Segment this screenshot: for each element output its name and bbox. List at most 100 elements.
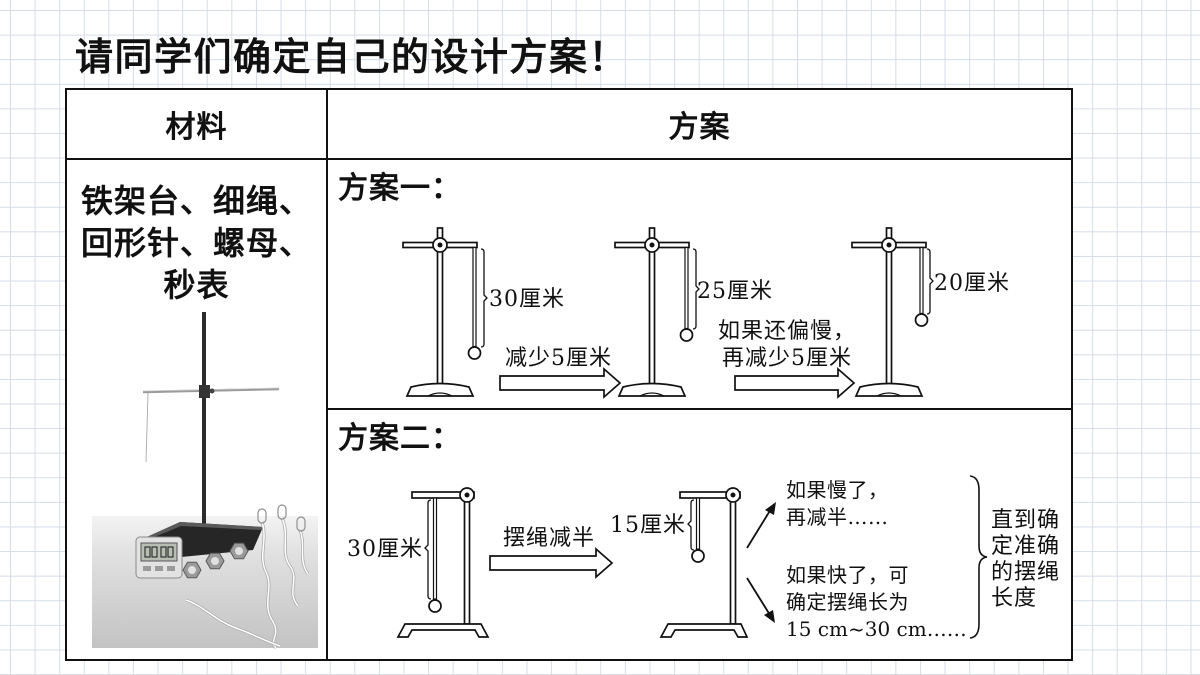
plan2-diagram: 30厘米 摆绳减半 15厘米 [347,475,1060,641]
photo-paperclip [257,508,267,524]
retort-stand-25: 25厘米 [614,227,773,397]
timer-screen [140,542,178,562]
if-fast-line3: 15 cm~30 cm…… [786,617,967,641]
length-bracket [424,499,432,600]
step-label-if-slow-line1: 如果还偏慢， [718,319,856,344]
photo-timer [135,536,183,579]
materials-cell: 铁架台、细绳、 回形针、螺母、 秒表 [67,160,326,659]
length-label: 15厘米 [610,513,686,538]
plan1-cell: 方案一： 30厘米 减少5厘米 [328,160,1071,408]
materials-list: 铁架台、细绳、 回形针、螺母、 秒表 [67,180,326,306]
length-label: 20厘米 [934,271,1010,296]
pendulum-bob [691,549,705,563]
timer-digit [160,546,167,558]
stand-base [659,623,749,638]
length-bracket [926,248,934,315]
block-arrow-right [489,547,614,579]
stand-rod [463,488,471,625]
branch-arrow-down [746,577,775,623]
clamp-screw [649,242,655,248]
step-label-if-slow-line2: 再减少5厘米 [722,346,852,371]
materials-line: 回形针、螺母、 [80,224,312,262]
pendulum-bob [428,599,442,613]
if-slow-line2: 再减半…… [786,505,889,529]
iron-stand-photo [92,312,318,650]
branch-arrow-up-head [765,502,776,515]
pendulum-bob [914,313,929,327]
clamp-screw [464,492,470,498]
timer-digit [151,546,158,558]
pendulum-string [684,246,689,330]
timer-button [143,566,151,571]
block-arrow-right [499,367,622,399]
materials-line: 秒表 [163,266,230,304]
pendulum-string [919,246,924,315]
pendulum-bob [467,346,482,360]
retort-stand-30: 30厘米 [347,487,490,638]
photo-string [281,517,299,607]
materials-line: 铁架台、细绳、 [80,182,312,220]
conclusion-line: 直到确 [991,508,1060,533]
photo-hanging-string [145,392,149,463]
branch-arrow-down-head [764,610,775,623]
pendulum-string [695,497,701,550]
block-arrow-right [734,367,856,399]
clamp-screw [886,242,892,248]
photo-string [185,599,281,647]
stand-base [617,382,687,397]
timer-digit [144,546,151,558]
length-bracket [692,248,700,330]
plan2-heading: 方案二： [338,421,462,456]
branch-arrow-up-shaft [746,508,772,549]
photo-paperclip [296,516,306,532]
stand-rod [729,488,737,625]
conclusion-line: 长度 [991,586,1037,611]
if-fast-line1: 如果快了，可 [786,563,909,587]
column-divider [326,90,328,659]
photo-stand-base-edge [138,522,263,542]
plan2-cell: 方案二： 30厘米 摆绳减半 [328,410,1071,659]
photo-string [261,521,277,649]
step-label-halve: 摆绳减半 [503,526,595,551]
conclusion-line: 的摆绳 [991,560,1060,585]
photo-paperclip [277,504,287,520]
step-label-reduce: 减少5厘米 [505,346,612,371]
retort-stand-20: 20厘米 [851,227,1010,397]
curly-brace [969,475,988,639]
timer-button [155,566,163,571]
photo-nut-hole [188,566,196,574]
timer-digit [167,546,174,558]
stand-base [854,382,924,397]
branch-arrow-down-shaft [746,577,771,616]
stand-base [405,382,475,397]
stand-base-arch [427,392,453,397]
branch-arrow-up [746,502,776,549]
stand-base-arch [876,392,902,397]
header-plans: 方案 [328,90,1071,158]
plan1-diagram: 30厘米 减少5厘米 25厘米 如果还偏慢， 再减少5厘米 [402,227,1010,399]
pendulum-string [432,497,438,600]
stand-base [396,623,490,638]
page-title: 请同学们确定自己的设计方案！ [75,35,629,79]
header-plans-label: 方案 [668,110,731,145]
length-label: 25厘米 [697,279,773,304]
length-label: 30厘米 [347,537,423,562]
photo-nuts [182,542,249,579]
if-fast-line2: 确定摆绳长为 [786,590,909,614]
plan-row-divider [328,408,1071,410]
conclusion-line: 定准确 [991,534,1060,559]
photo-strings-and-clips [185,504,310,650]
length-bracket [687,499,695,551]
design-plan-table: 材料 方案 铁架台、细绳、 回形针、螺母、 秒表 [65,88,1073,661]
pendulum-string [472,246,477,348]
retort-stand-30: 30厘米 [402,227,564,397]
photo-nut-hole [235,547,243,555]
header-materials: 材料 [67,90,326,158]
photo-clamp [199,385,210,398]
retort-stand-15: 15厘米 [610,487,749,638]
photo-string [299,529,309,575]
plan1-heading: 方案一： [338,171,462,206]
photo-nut-hole [211,557,219,565]
timer-button [167,566,175,571]
length-bracket [480,248,488,348]
